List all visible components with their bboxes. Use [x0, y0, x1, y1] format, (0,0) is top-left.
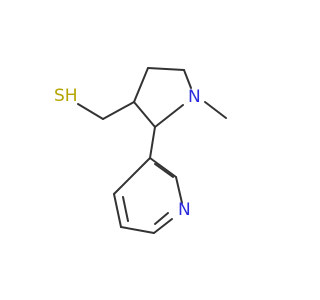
- bond-ch2-c3: [102, 101, 135, 120]
- bond-c4-c5: [147, 67, 185, 71]
- bond-c2-c3: [133, 101, 156, 128]
- bond-py-c4-c3: [113, 157, 151, 195]
- bond-py-n-c6-inner: [154, 212, 169, 225]
- bond-n1-c2: [154, 104, 184, 128]
- bond-c5-n1: [183, 69, 192, 89]
- bond-py-n-c6: [153, 218, 173, 234]
- bond-n1-methyl: [204, 101, 227, 119]
- bond-c3-c4: [133, 67, 149, 103]
- molecule-structure-diagram: SH N N: [54, 67, 227, 234]
- pyridine-nitrogen-label: N: [178, 200, 191, 220]
- thiol-label: SH: [54, 86, 78, 106]
- bond-py-c5-c4-inner: [122, 196, 129, 222]
- bond-py-c6-c5: [120, 226, 155, 234]
- bond-py-c3-c2: [149, 157, 177, 178]
- bond-s-ch2: [77, 103, 104, 120]
- bonds: [77, 67, 227, 234]
- pyrrolidine-nitrogen-label: N: [188, 87, 201, 107]
- bond-py-c2-n: [175, 176, 183, 204]
- bond-py-c2-c2-inner: [154, 163, 174, 178]
- bond-py-c5-c4: [113, 193, 122, 228]
- atom-labels: SH N N: [54, 86, 201, 220]
- bond-c2-pyridine: [149, 126, 156, 159]
